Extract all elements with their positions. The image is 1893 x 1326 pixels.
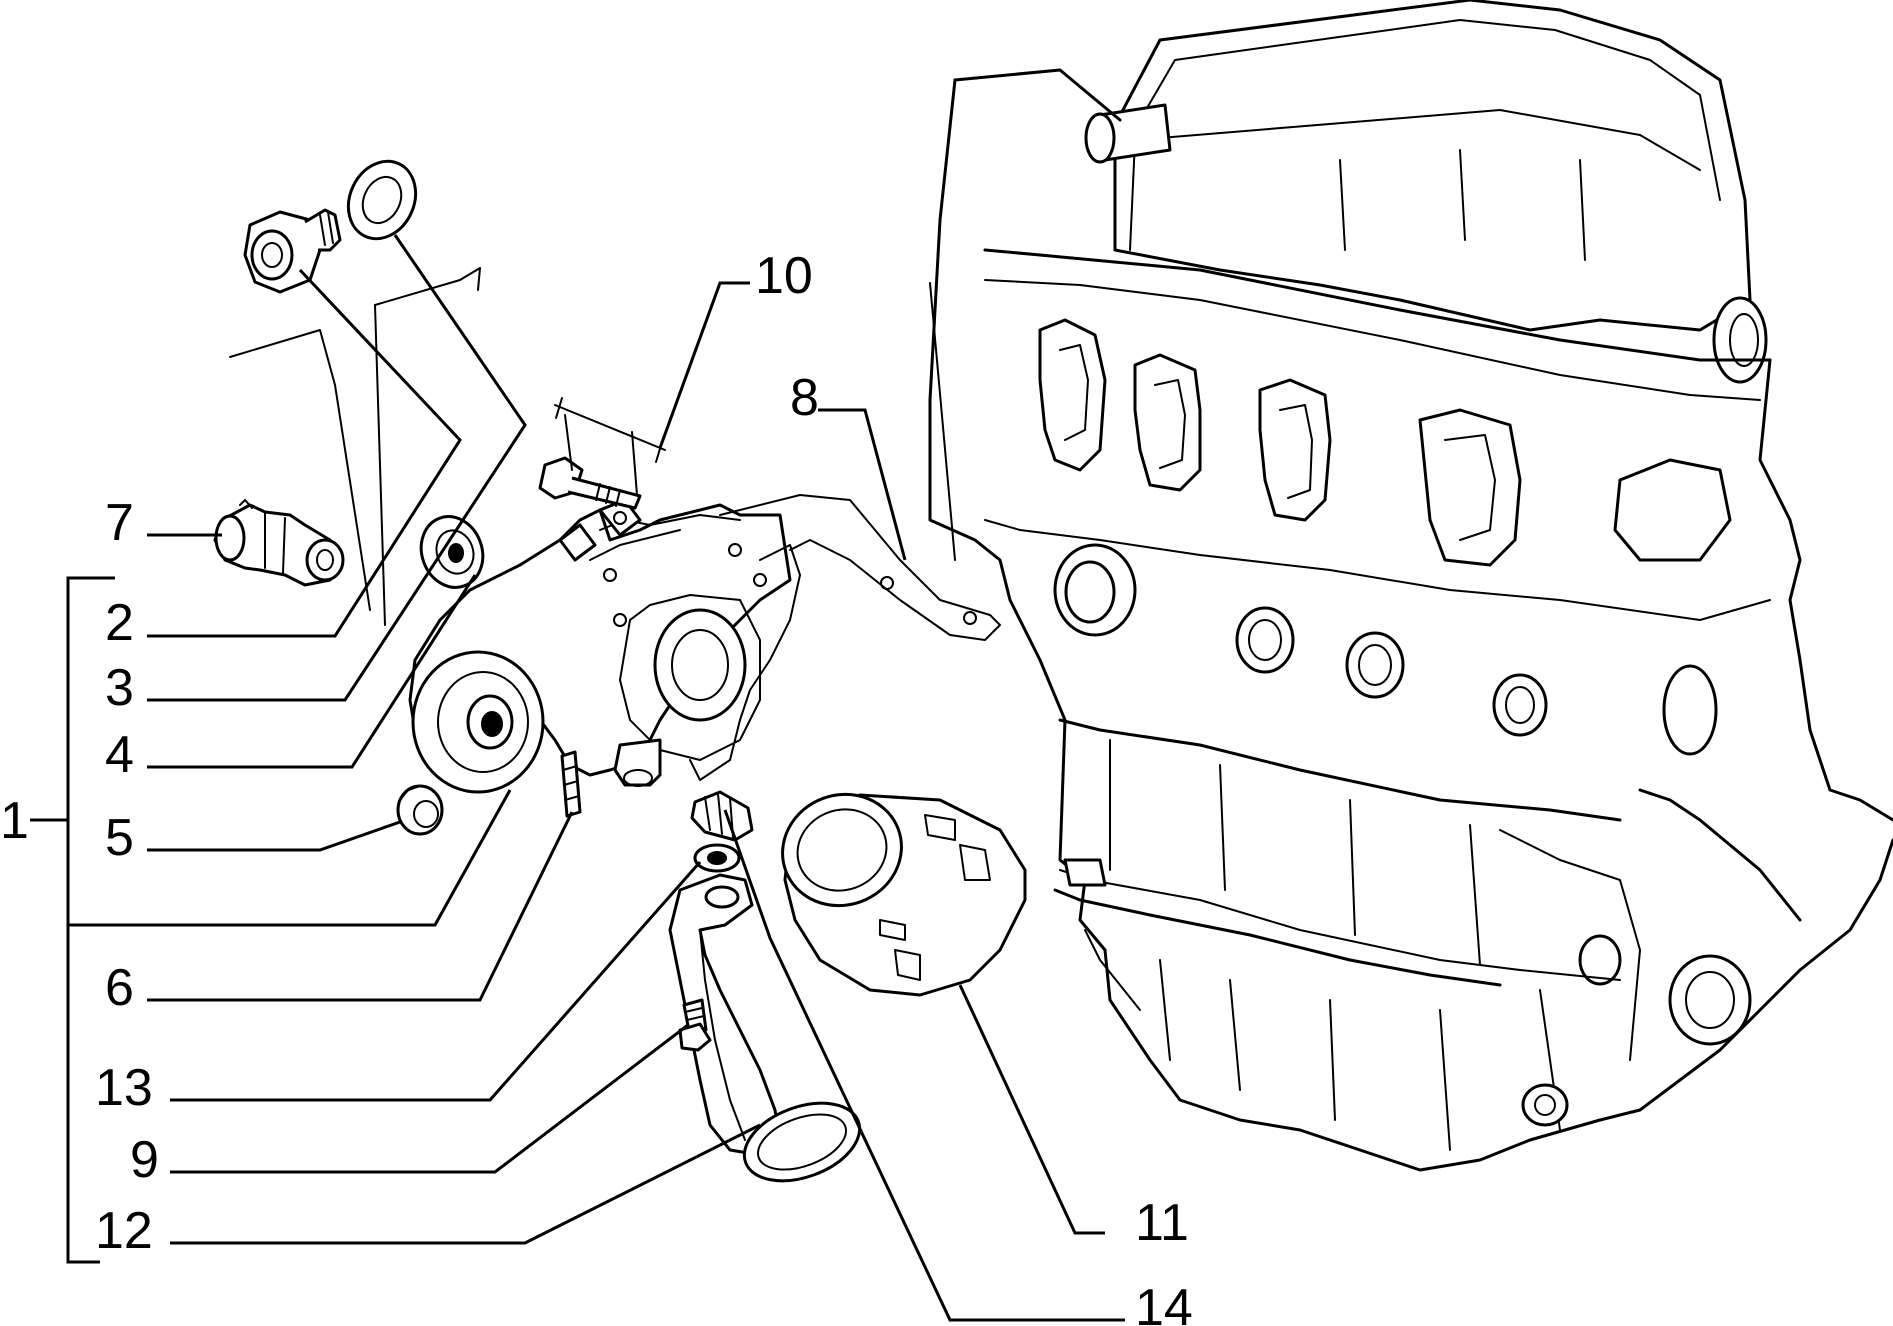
leader-lines bbox=[30, 234, 1125, 1322]
seal-part-3 bbox=[419, 515, 485, 589]
callout-11: 11 bbox=[1135, 1194, 1189, 1252]
plug-part-2 bbox=[243, 208, 342, 294]
callout-6: 6 bbox=[105, 959, 134, 1017]
callout-numbers: 1 2 3 4 5 6 7 8 9 10 11 12 13 14 bbox=[0, 247, 1193, 1326]
callout-5: 5 bbox=[105, 809, 134, 867]
seal-part-13 bbox=[693, 843, 741, 873]
callout-14: 14 bbox=[1135, 1279, 1193, 1326]
oil-filter-part-11 bbox=[781, 792, 1027, 997]
stud-part-6 bbox=[560, 750, 582, 818]
washer-part-4 bbox=[346, 159, 418, 241]
callout-4: 4 bbox=[105, 726, 134, 784]
nut-part-5 bbox=[396, 784, 444, 836]
callout-9: 9 bbox=[130, 1131, 159, 1189]
callout-12: 12 bbox=[95, 1202, 153, 1260]
pump-front-seal bbox=[411, 650, 545, 794]
callout-8: 8 bbox=[790, 369, 819, 427]
callout-7: 7 bbox=[105, 494, 134, 552]
callout-1: 1 bbox=[0, 792, 29, 850]
callout-13: 13 bbox=[95, 1059, 153, 1117]
callout-2: 2 bbox=[105, 594, 134, 652]
pressure-switch-part-7 bbox=[213, 499, 345, 587]
engine-block bbox=[928, 0, 1893, 1172]
callout-10: 10 bbox=[755, 247, 813, 305]
bolt-part-10 bbox=[538, 456, 642, 510]
union-part-14 bbox=[690, 790, 754, 842]
callout-3: 3 bbox=[105, 659, 134, 717]
pickup-tube-part-12 bbox=[668, 873, 862, 1183]
